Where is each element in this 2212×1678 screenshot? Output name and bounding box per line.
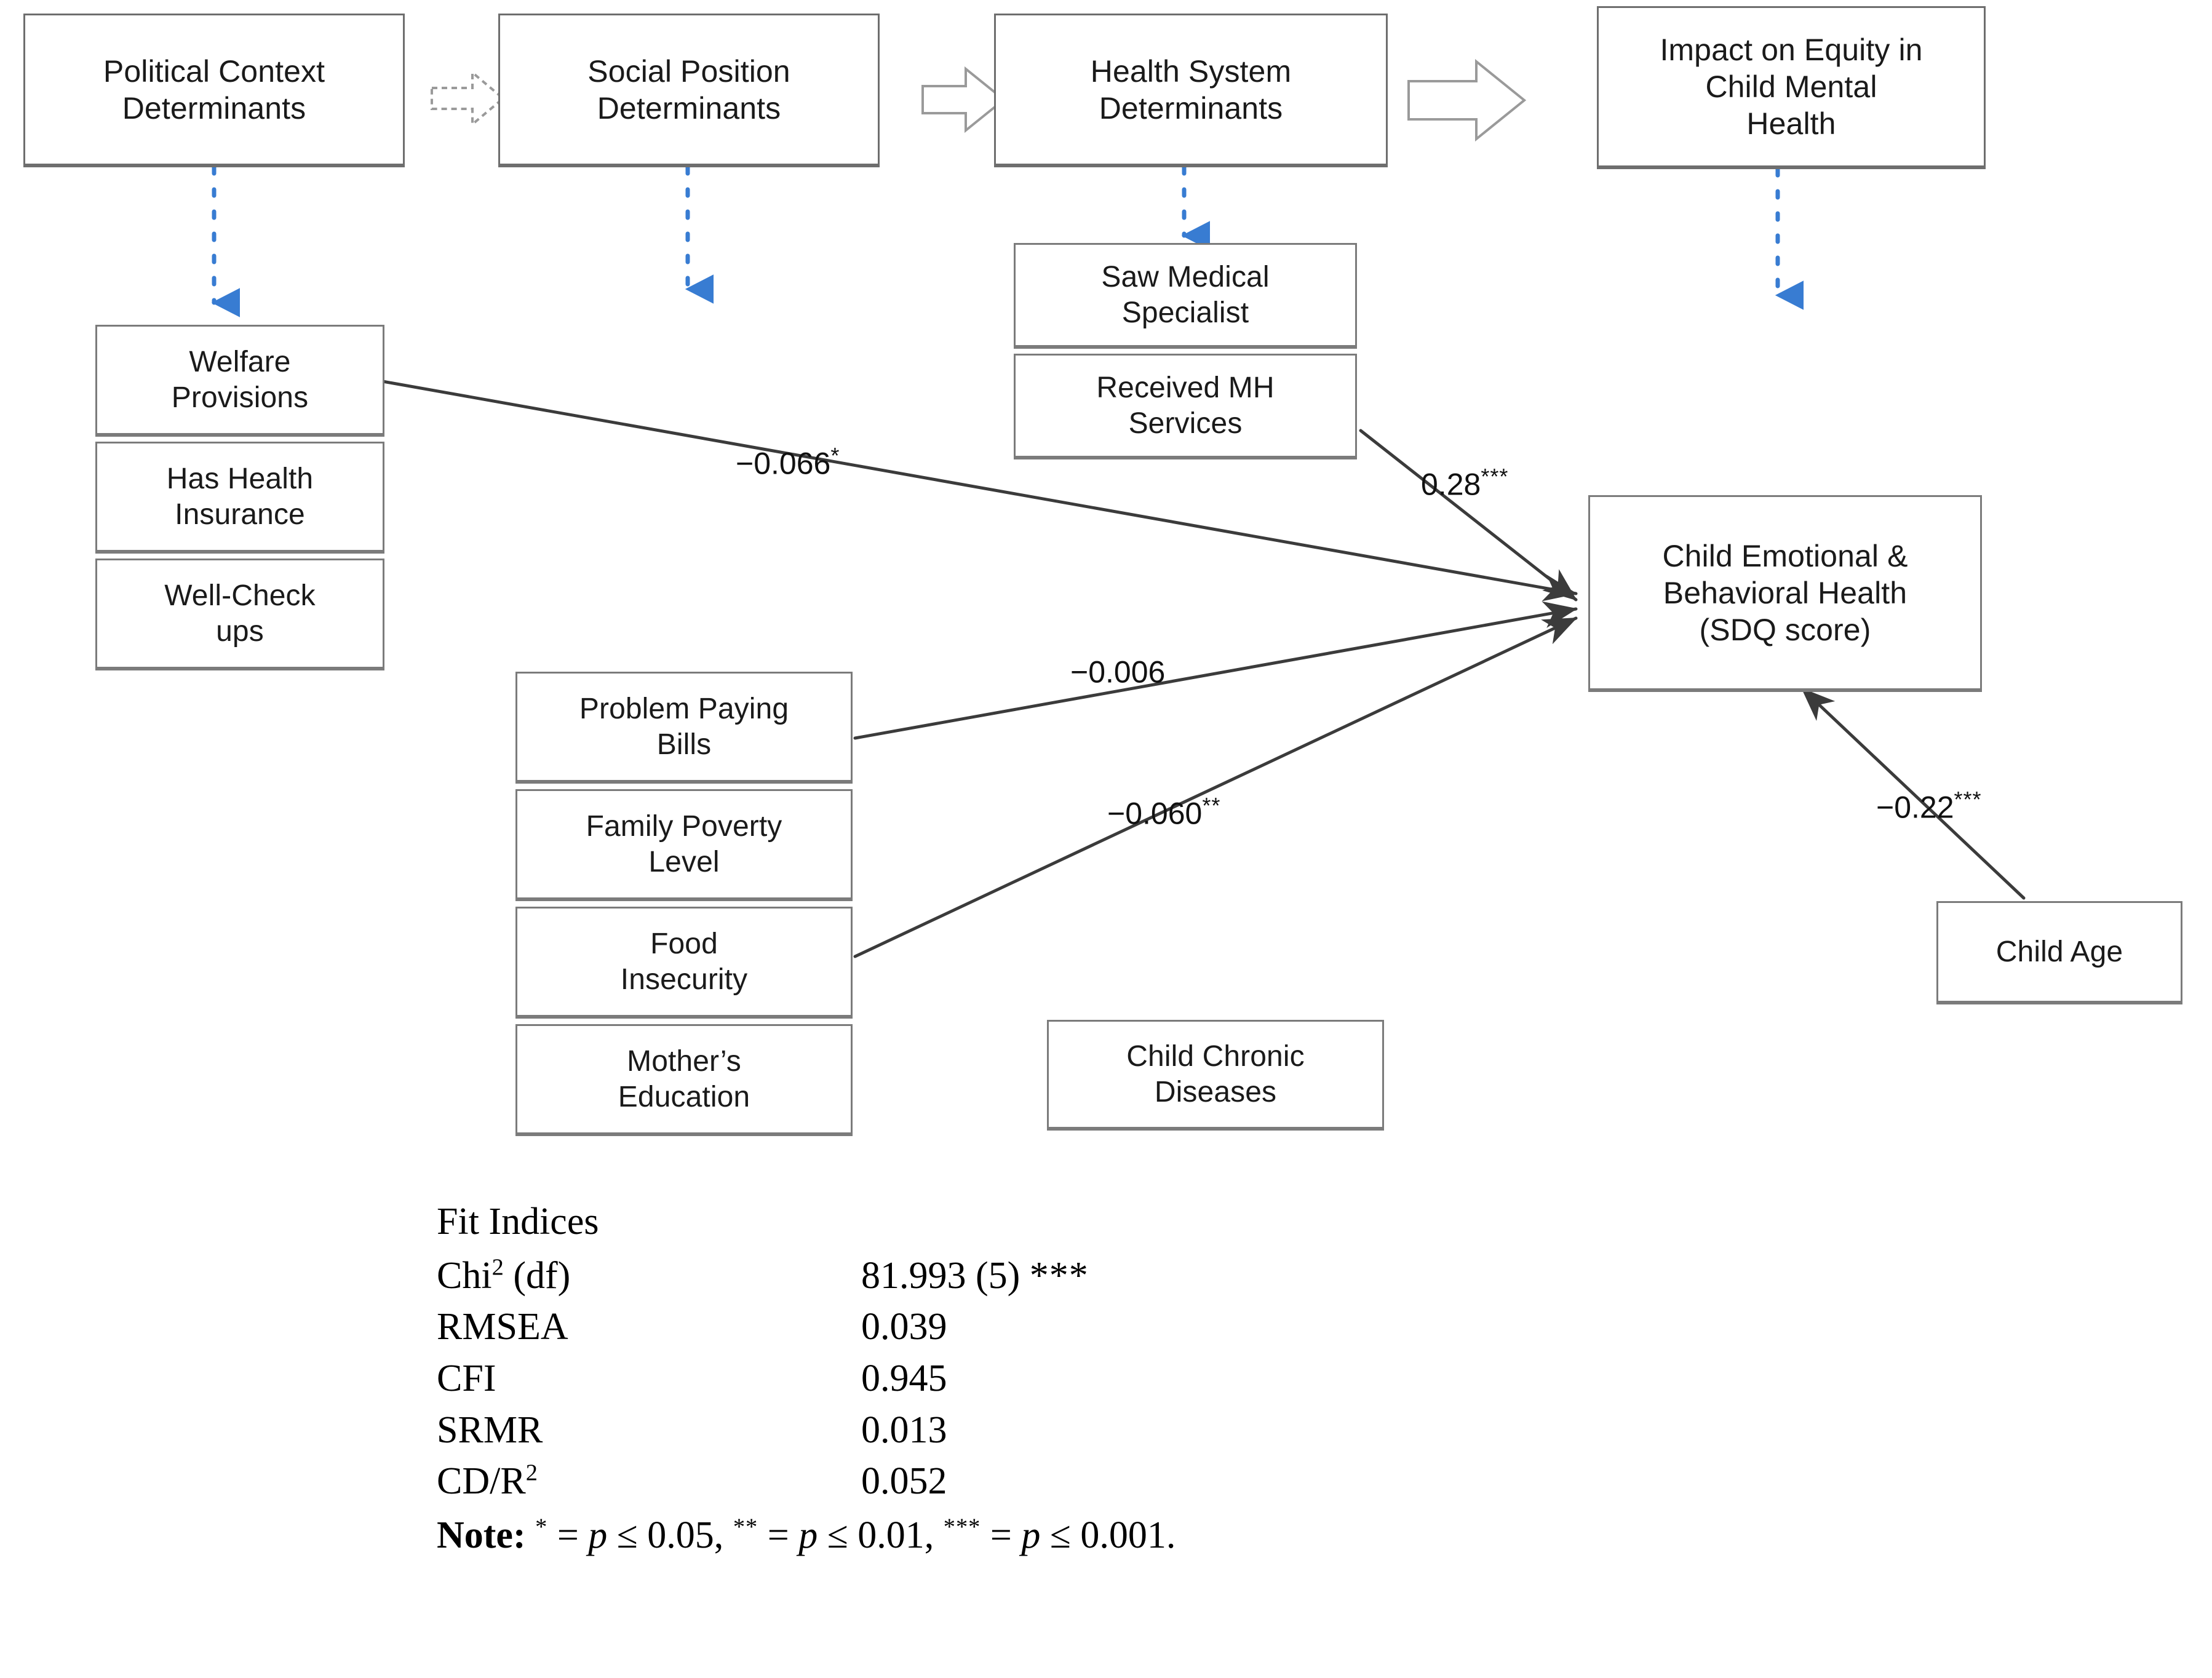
coefficient-label-food-to-sdq: −0.060** bbox=[1107, 795, 1220, 829]
fit-indices-note-prefix: Note: bbox=[437, 1514, 526, 1557]
coefficient-label-welfare-to-sdq: −0.066* bbox=[736, 445, 840, 479]
fit-indices-label-cd-r2: CD/R2 bbox=[437, 1460, 538, 1503]
fit-indices-value-rmsea: 0.039 bbox=[861, 1306, 947, 1348]
path-line-food-to-sdq bbox=[853, 616, 1578, 958]
fit-indices-row-srmr: SRMR 0.013 bbox=[437, 1405, 1176, 1457]
coefficient-value-food: −0.060 bbox=[1107, 796, 1203, 831]
block-arrow-2 bbox=[921, 66, 1006, 133]
coefficient-value-mh: 0.28 bbox=[1421, 467, 1481, 502]
block-arrow-1 bbox=[431, 70, 506, 127]
fit-indices-row-cfi: CFI 0.945 bbox=[437, 1353, 1176, 1405]
coefficient-stars-food: ** bbox=[1202, 793, 1221, 818]
fit-indices-block: Fit Indices Chi2 (df) 81.993 (5) *** RMS… bbox=[437, 1196, 1176, 1562]
path-line-bills-to-sdq bbox=[853, 601, 1578, 740]
covariate-box-child-age-label: Child Age bbox=[1995, 935, 2123, 968]
outcome-box-label: Child Emotional &Behavioral Health(SDQ s… bbox=[1662, 538, 1908, 647]
fit-indices-value-cfi: 0.945 bbox=[861, 1358, 947, 1400]
fit-indices-row-cd-r2: CD/R2 0.052 bbox=[437, 1456, 1176, 1508]
path-line-mh-to-sdq bbox=[1359, 429, 1578, 602]
covariate-box-child-age[interactable]: Child Age bbox=[1936, 901, 2182, 1004]
fit-indices-label-cfi: CFI bbox=[437, 1358, 496, 1400]
coefficient-label-mh-to-sdq: 0.28*** bbox=[1421, 466, 1508, 500]
coefficient-label-bills-to-sdq: −0.006 bbox=[1070, 653, 1165, 688]
coefficient-stars-age: *** bbox=[1954, 787, 1982, 812]
coefficient-value-age: −0.22 bbox=[1876, 790, 1954, 825]
coefficient-label-age-to-sdq: −0.22*** bbox=[1876, 789, 1982, 823]
fit-indices-value-cd-r2: 0.052 bbox=[861, 1460, 947, 1503]
fit-indices-label-chi2: Chi2 (df) bbox=[437, 1254, 571, 1297]
fit-indices-value-chi2: 81.993 (5) *** bbox=[861, 1254, 1089, 1297]
block-arrow-3 bbox=[1407, 58, 1527, 142]
fit-indices-value-srmr: 0.013 bbox=[861, 1409, 947, 1451]
coefficient-stars-welfare: * bbox=[830, 443, 840, 468]
fit-indices-note: Note: * = p ≤ 0.05, ** = p ≤ 0.01, *** =… bbox=[437, 1514, 1176, 1557]
fit-indices-title: Fit Indices bbox=[437, 1201, 599, 1243]
coefficient-stars-mh: *** bbox=[1481, 464, 1509, 489]
fit-indices-row-chi2: Chi2 (df) 81.993 (5) *** bbox=[437, 1251, 1176, 1302]
coefficient-value-bills: −0.006 bbox=[1070, 654, 1166, 690]
fit-indices-row-rmsea: RMSEA 0.039 bbox=[437, 1302, 1176, 1353]
outcome-box-child-emotional-behavioral-health[interactable]: Child Emotional &Behavioral Health(SDQ s… bbox=[1588, 495, 1982, 692]
fit-indices-label-srmr: SRMR bbox=[437, 1409, 543, 1451]
fit-indices-label-rmsea: RMSEA bbox=[437, 1306, 568, 1348]
coefficient-value-welfare: −0.066 bbox=[736, 446, 831, 481]
path-line-welfare-to-sdq bbox=[381, 380, 1578, 602]
